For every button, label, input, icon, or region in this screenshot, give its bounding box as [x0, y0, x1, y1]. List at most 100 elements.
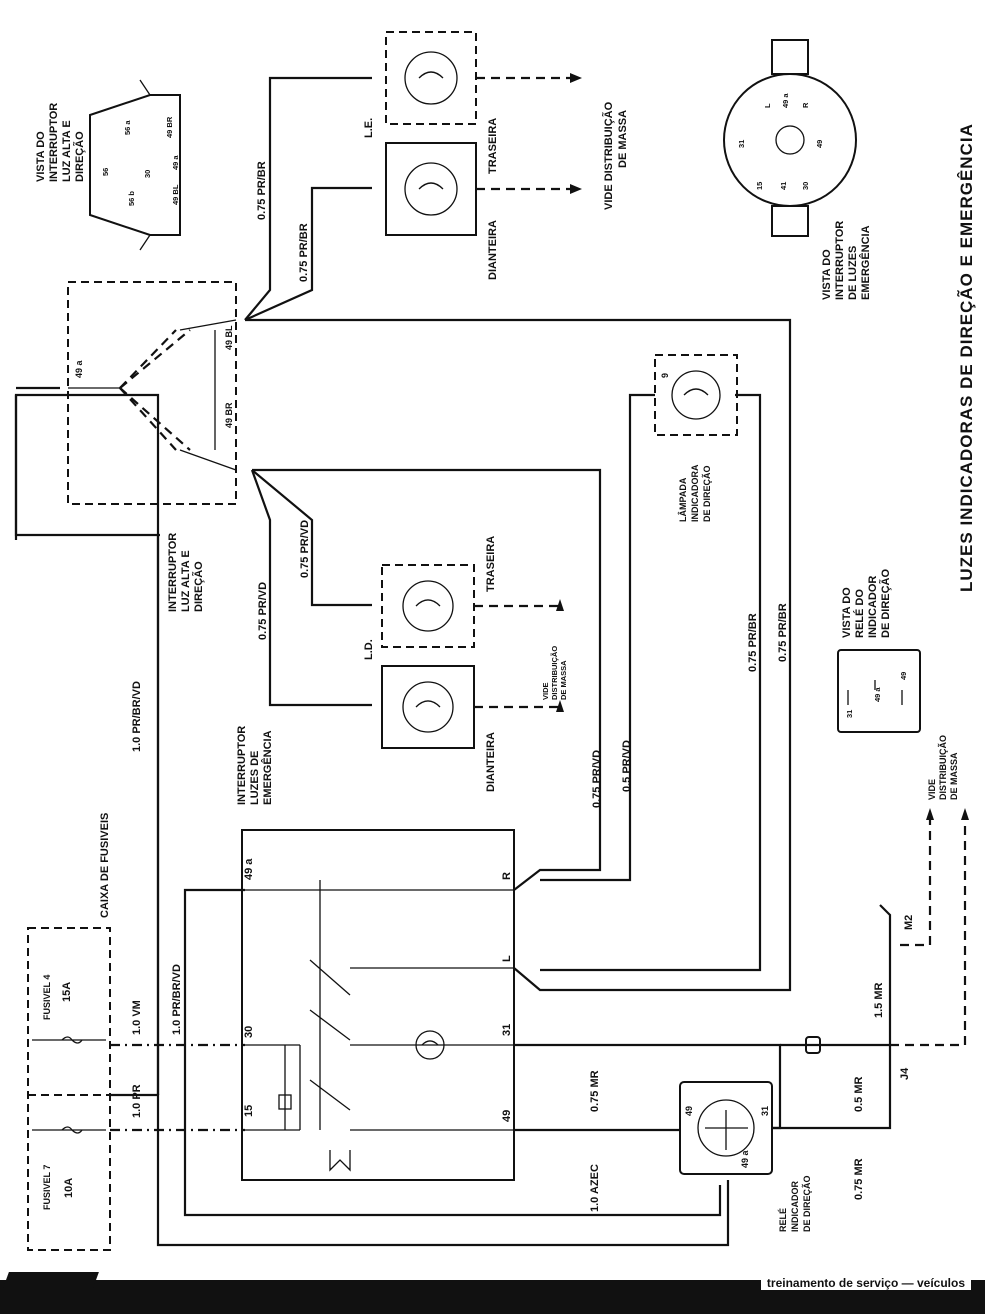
indicator-lamp: 9 LÂMPADA INDICADORA DE DIREÇÃO	[654, 354, 738, 522]
lamp-le-dianteira	[385, 142, 477, 236]
lamp-ld-traseira	[381, 564, 475, 648]
view-turn-switch: 56 56 b 30 56 a 49 BL 49 a 49 BR VISTA D…	[35, 79, 181, 251]
wire-0-5-mr: 0.5 MR	[853, 1076, 865, 1112]
wire-1-0-azec: 1.0 AZEC	[589, 1164, 601, 1212]
term-49: 49	[501, 1110, 513, 1122]
term-30: 30	[243, 1026, 255, 1038]
relay-term-49a: 49 a	[740, 1149, 750, 1168]
wire-1-0-pr-br-vd-a: 1.0 PR/BR/VD	[171, 964, 183, 1035]
chevrolet-logo	[3, 1272, 99, 1288]
power-wires	[14, 386, 730, 1247]
em-pin-49a: 49 a	[781, 93, 790, 108]
wire-1-0-pr-br-vd-b: 1.0 PR/BR/VD	[131, 681, 143, 752]
pin-30: 30	[143, 170, 152, 178]
wire-1-5-mr: 1.5 MR	[873, 982, 885, 1018]
wire-0-75-mr-b: 0.75 MR	[853, 1158, 865, 1200]
view-emergency-switch: 31 15 41 30 49 L 49 a R VISTA DO INTERRU…	[723, 39, 872, 300]
vista-int-luz-3: LUZ ALTA E	[61, 120, 73, 182]
int-luz-label-1: INTERRUPTOR	[167, 533, 179, 612]
em-pin-15: 15	[755, 182, 764, 190]
traseira-label-a: TRASEIRA	[485, 536, 497, 592]
term-31: 31	[501, 1024, 513, 1036]
fuse-box-outline	[27, 927, 111, 1251]
vide-massa-b-1: VIDE	[541, 682, 550, 700]
relay-term-49: 49	[684, 1106, 694, 1116]
fusivel-4-label: FUSIVEL 4	[42, 975, 52, 1020]
caixa-fusiveis-label: CAIXA DE FUSIVEIS	[99, 813, 111, 918]
term-49a: 49 a	[243, 858, 255, 880]
fuse-4-symbol	[61, 1036, 83, 1044]
fusivel-7-label: FUSIVEL 7	[42, 1165, 52, 1210]
switch-term-49br: 49 BR	[224, 402, 234, 428]
relay-term-31: 31	[760, 1106, 770, 1116]
emergency-lamp-symbol	[415, 1030, 445, 1060]
wire-0-75-pr-br-b: 0.75 PR/BR	[777, 603, 789, 662]
em-pin-30: 30	[801, 182, 810, 190]
wire-0-75-pr-vd-a: 0.75 PR/VD	[591, 750, 603, 808]
lamp-ld-front-box	[381, 665, 475, 749]
lamp-le-front-box	[385, 142, 477, 236]
dianteira-label-b: DIANTEIRA	[487, 220, 499, 280]
int-emerg-label-1: INTERRUPTOR	[236, 726, 248, 805]
pin-56: 56	[101, 168, 110, 176]
int-luz-label-2: LUZ ALTA E	[180, 550, 192, 612]
int-emerg-label-2: LUZES DE	[249, 751, 261, 805]
fuse-box: FUSIVEL 4 15A FUSIVEL 7 10A CAIXA DE FUS…	[27, 813, 111, 1251]
vista-int-luz-2: INTERRUPTOR	[48, 103, 60, 182]
em-pin-L: L	[763, 103, 772, 108]
vide-massa-b-2: DISTRIBUIÇÃO	[550, 646, 559, 700]
ground-section: J4 M2 1.5 MR VIDE DISTRIBUIÇÃO DE MASSA	[772, 735, 969, 1130]
footer-text: treinamento de serviço — veículos	[760, 1276, 971, 1290]
lamp-ld-dianteira	[381, 665, 475, 749]
emergency-switch-box	[241, 829, 515, 1181]
vista-emerg-4: EMERGÊNCIA	[859, 225, 872, 300]
vista-rele-4: DE DIREÇÃO	[879, 568, 892, 638]
vista-rele-2: RELÉ DO	[853, 589, 866, 638]
term-R: R	[501, 872, 513, 880]
int-emerg-label-3: EMERGÊNCIA	[261, 730, 274, 805]
rele-label-1: RELÉ	[778, 1208, 788, 1232]
wire-0-75-mr-a: 0.75 MR	[589, 1070, 601, 1112]
wire-0-75-pr-vd-b: 0.75 PR/VD	[257, 582, 269, 640]
wire-0-75-pr-br-a: 0.75 PR/BR	[747, 613, 759, 672]
wire-0-75-pr-br-c: 0.75 PR/BR	[256, 161, 268, 220]
vista-int-luz-1: VISTA DO	[35, 131, 47, 182]
lampada-label-1: LÂMPADA	[677, 477, 688, 522]
j4-label: J4	[899, 1067, 911, 1080]
em-pin-41: 41	[779, 182, 788, 190]
vide-massa-b-3: DE MASSA	[559, 660, 568, 700]
ld-label: L.D.	[363, 639, 375, 660]
turn-signal-switch: 49 a 49 BL 49 BR INTERRUPTOR LUZ ALTA E …	[67, 281, 237, 612]
footer-stripe	[0, 1270, 985, 1280]
rele-label-2: INDICADOR	[790, 1181, 800, 1232]
wire-0-75-pr-br-d: 0.75 PR/BR	[298, 223, 310, 282]
rl-pin-49: 49	[899, 672, 908, 680]
fuse-7-symbol	[61, 1126, 83, 1134]
dianteira-label-a: DIANTEIRA	[485, 732, 497, 792]
vista-rele-1: VISTA DO	[841, 587, 853, 638]
indicator-lamp-box	[654, 354, 738, 436]
wire-0-75-pr-vd-c: 0.75 PR/VD	[299, 520, 311, 578]
view-relay: 31 49 a 49 VISTA DO RELÉ DO INDICADOR DE…	[837, 568, 921, 733]
rl-pin-49a: 49 a	[873, 687, 882, 702]
view-turn-switch-shape	[89, 94, 181, 236]
emergency-switch: 15 30 49 a 31 49 L R INTERRUPTOR LUZES D…	[236, 726, 515, 1181]
connector-j4	[805, 1036, 821, 1054]
term-L: L	[501, 955, 513, 962]
vide-massa-c-1: VIDE DISTRIBUIÇÃO	[602, 101, 615, 210]
rele-label-3: DE DIREÇÃO	[802, 1175, 812, 1232]
fusivel-4-amp: 15A	[61, 982, 73, 1002]
wire-0-5-pr-vd: 0.5 PR/VD	[621, 740, 633, 792]
pin-49br: 49 BR	[165, 116, 174, 138]
lamp-le-traseira	[385, 31, 477, 125]
vide-massa-a-2: DISTRIBUIÇÃO	[938, 735, 948, 800]
traseira-label-b: TRASEIRA	[487, 118, 499, 174]
diagram-title: LUZES INDICADORAS DE DIREÇÃO E EMERGÊNCI…	[956, 123, 976, 592]
le-label: L.E.	[363, 118, 375, 138]
lamp-le-rear-box	[385, 31, 477, 125]
switch-term-49bl: 49 BL	[224, 325, 234, 350]
view-relay-box	[837, 649, 921, 733]
term-15: 15	[243, 1105, 255, 1117]
turn-switch-box	[67, 281, 237, 505]
pin-56a: 56 a	[123, 120, 132, 135]
